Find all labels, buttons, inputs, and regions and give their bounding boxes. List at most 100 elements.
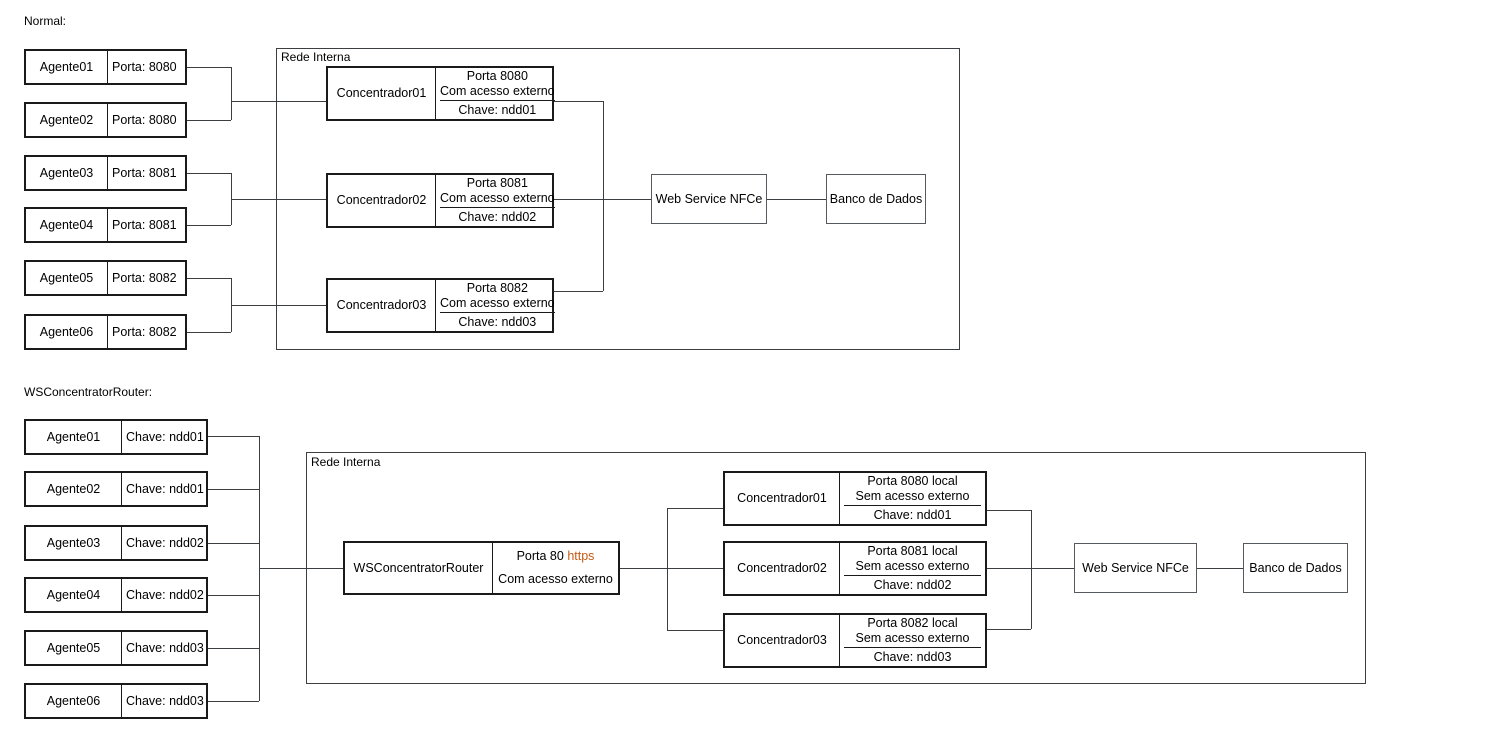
concentrator-box[interactable]: Concentrador02 Porta 8081 Com acesso ext…: [326, 173, 555, 228]
connector-agent04: [187, 225, 231, 226]
connector-router-agent01: [208, 436, 259, 437]
connector-router-concentrador03-out: [987, 629, 1031, 630]
concentrator-key: Chave: ndd01: [873, 507, 952, 522]
agent-detail: Porta: 8081: [112, 217, 177, 232]
agent-detail: Porta: 8080: [112, 112, 177, 127]
agent-detail: Porta: 8080: [112, 59, 177, 74]
network-boundary-router: [306, 452, 1366, 684]
connector-agent01: [187, 67, 231, 68]
connector-pair3-to-concentrador03: [231, 305, 326, 306]
concentrator-box[interactable]: Concentrador03 Porta 8082 local Sem aces…: [723, 613, 987, 668]
concentrator-access: Com acesso externo: [440, 296, 555, 310]
concentrator-port: Porta 8080 local: [867, 474, 958, 488]
connector-bus-to-router: [259, 568, 343, 569]
agent-box[interactable]: Agente05 Chave: ndd03: [24, 630, 208, 666]
connector-agent05: [187, 278, 231, 279]
connector-bus-to-concentrador03: [667, 630, 723, 631]
connector-concentrador03-out: [553, 291, 603, 292]
concentrator-access: Sem acesso externo: [855, 631, 970, 645]
connector-router-bus-to-webservice: [1031, 568, 1074, 569]
agent-name: Agente04: [26, 209, 108, 241]
connector-router-concentrador02-out: [987, 568, 1031, 569]
agent-detail: Chave: ndd03: [126, 693, 204, 708]
webservice-box[interactable]: Web Service NFCe: [651, 174, 767, 224]
agent-detail: Chave: ndd03: [126, 640, 204, 655]
agent-box[interactable]: Agente03 Chave: ndd02: [24, 525, 208, 561]
agent-box[interactable]: Agente06 Chave: ndd03: [24, 683, 208, 719]
concentrator-box[interactable]: Concentrador03 Porta 8082 Com acesso ext…: [326, 278, 555, 333]
connector-router-agent04: [208, 595, 259, 596]
connector-bus-to-webservice: [603, 199, 651, 200]
concentrator-port: Porta 8081: [466, 176, 528, 190]
connector-agent02: [187, 120, 231, 121]
agent-detail: Porta: 8081: [112, 165, 177, 180]
agent-name: Agente01: [26, 51, 108, 83]
agent-box[interactable]: Agente01 Porta: 8080: [24, 49, 187, 85]
concentrator-name: Concentrador03: [328, 280, 436, 331]
database-box[interactable]: Banco de Dados: [1243, 543, 1348, 593]
concentrator-box[interactable]: Concentrador01 Porta 8080 Com acesso ext…: [326, 66, 555, 121]
agent-detail: Chave: ndd02: [126, 535, 204, 550]
connector-router-agent03: [208, 543, 259, 544]
agent-box[interactable]: Agente03 Porta: 8081: [24, 155, 187, 191]
network-label-normal: Rede Interna: [281, 50, 351, 64]
section-caption-router: WSConcentratorRouter:: [24, 385, 153, 399]
agent-detail: Chave: ndd01: [126, 481, 204, 496]
database-box[interactable]: Banco de Dados: [826, 174, 926, 224]
connector-router-agent02: [208, 489, 259, 490]
concentrator-access: Com acesso externo: [440, 191, 555, 205]
router-name: WSConcentratorRouter: [345, 543, 493, 593]
connector-pair1-to-concentrador01: [231, 101, 326, 102]
agent-name: Agente06: [26, 685, 122, 717]
agent-name: Agente03: [26, 157, 108, 189]
network-label-router: Rede Interna: [311, 455, 381, 469]
agent-box[interactable]: Agente02 Porta: 8080: [24, 102, 187, 138]
concentrator-access: Sem acesso externo: [855, 489, 970, 503]
concentrator-key: Chave: ndd03: [873, 649, 952, 664]
agent-box[interactable]: Agente05 Porta: 8082: [24, 260, 187, 296]
concentrator-name: Concentrador02: [328, 175, 436, 226]
router-port-scheme: https: [567, 549, 595, 563]
connector-router-webservice-to-database: [1197, 568, 1243, 569]
agent-box[interactable]: Agente02 Chave: ndd01: [24, 471, 208, 507]
concentrator-name: Concentrador01: [328, 68, 436, 119]
agent-name: Agente02: [26, 473, 122, 505]
connector-bus-to-concentrador02: [667, 568, 723, 569]
agent-box[interactable]: Agente06 Porta: 8082: [24, 314, 187, 350]
concentrator-key: Chave: ndd02: [873, 577, 952, 592]
network-boundary-normal: [276, 48, 960, 350]
concentrator-access: Sem acesso externo: [855, 559, 970, 573]
concentrator-key: Chave: ndd03: [458, 314, 537, 329]
concentrator-name: Concentrador03: [725, 615, 840, 666]
agent-detail: Chave: ndd01: [126, 429, 204, 444]
connector-webservice-to-database: [767, 199, 826, 200]
concentrator-access: Com acesso externo: [440, 84, 555, 98]
agent-name: Agente04: [26, 579, 122, 611]
concentrator-box[interactable]: Concentrador01 Porta 8080 local Sem aces…: [723, 471, 987, 526]
webservice-box[interactable]: Web Service NFCe: [1074, 543, 1197, 593]
agent-detail: Chave: ndd02: [126, 587, 204, 602]
agent-name: Agente06: [26, 316, 108, 348]
concentrator-name: Concentrador02: [725, 543, 840, 594]
agent-name: Agente02: [26, 104, 108, 136]
agent-name: Agente03: [26, 527, 122, 559]
connector-router-agent05: [208, 648, 259, 649]
database-label: Banco de Dados: [1249, 560, 1342, 575]
wsconcentratorrouter-box[interactable]: WSConcentratorRouter Porta 80 https Com …: [343, 541, 620, 595]
concentrator-key: Chave: ndd01: [458, 102, 537, 117]
concentrator-box[interactable]: Concentrador02 Porta 8081 local Sem aces…: [723, 541, 987, 596]
agent-detail: Porta: 8082: [112, 324, 177, 339]
connector-concentrador02-out: [553, 199, 603, 200]
agent-name: Agente05: [26, 262, 108, 294]
concentrator-port: Porta 8081 local: [867, 544, 958, 558]
agent-detail: Porta: 8082: [112, 270, 177, 285]
connector-bus-concentrators: [603, 101, 604, 291]
section-caption-normal: Normal:: [24, 14, 67, 28]
webservice-label: Web Service NFCe: [655, 191, 763, 206]
agent-box[interactable]: Agente04 Porta: 8081: [24, 207, 187, 243]
agent-box[interactable]: Agente01 Chave: ndd01: [24, 419, 208, 455]
concentrator-port: Porta 8080: [466, 69, 528, 83]
agent-box[interactable]: Agente04 Chave: ndd02: [24, 577, 208, 613]
connector-router-out: [620, 568, 667, 569]
connector-agent03: [187, 173, 231, 174]
